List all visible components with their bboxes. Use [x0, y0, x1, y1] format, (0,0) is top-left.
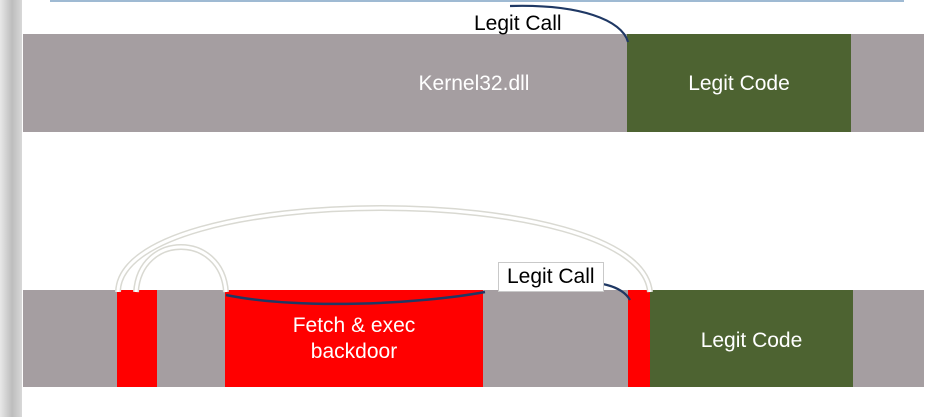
slide-edge-shadow	[0, 0, 22, 417]
top-call-label: Legit Call	[474, 12, 562, 35]
hook-loop-arrow-inner	[133, 244, 229, 293]
top-legit-code-label: Legit Code	[688, 72, 790, 95]
bottom-module-strip	[23, 290, 924, 387]
backdoor-label: Fetch & exec backdoor	[292, 314, 416, 363]
bottom-legit-code-label: Legit Code	[700, 329, 803, 352]
hook-loop-arrow-outer-core	[116, 206, 652, 293]
backdoor-block	[225, 290, 483, 387]
hook-jump-block-right	[628, 290, 650, 387]
bottom-legit-code-block	[650, 290, 853, 387]
hook-jump-block-left	[117, 290, 157, 387]
top-divider-line	[50, 0, 904, 2]
hook-loop-arrow-inner-core	[134, 245, 228, 293]
top-call-arrow	[509, 4, 630, 43]
bottom-call-label: Legit Call	[498, 262, 604, 292]
top-module-label: Kernel32.dll	[418, 72, 530, 95]
top-module-strip	[23, 34, 924, 132]
backdoor-return-arrow	[225, 290, 486, 306]
top-legit-code-block	[627, 34, 851, 132]
